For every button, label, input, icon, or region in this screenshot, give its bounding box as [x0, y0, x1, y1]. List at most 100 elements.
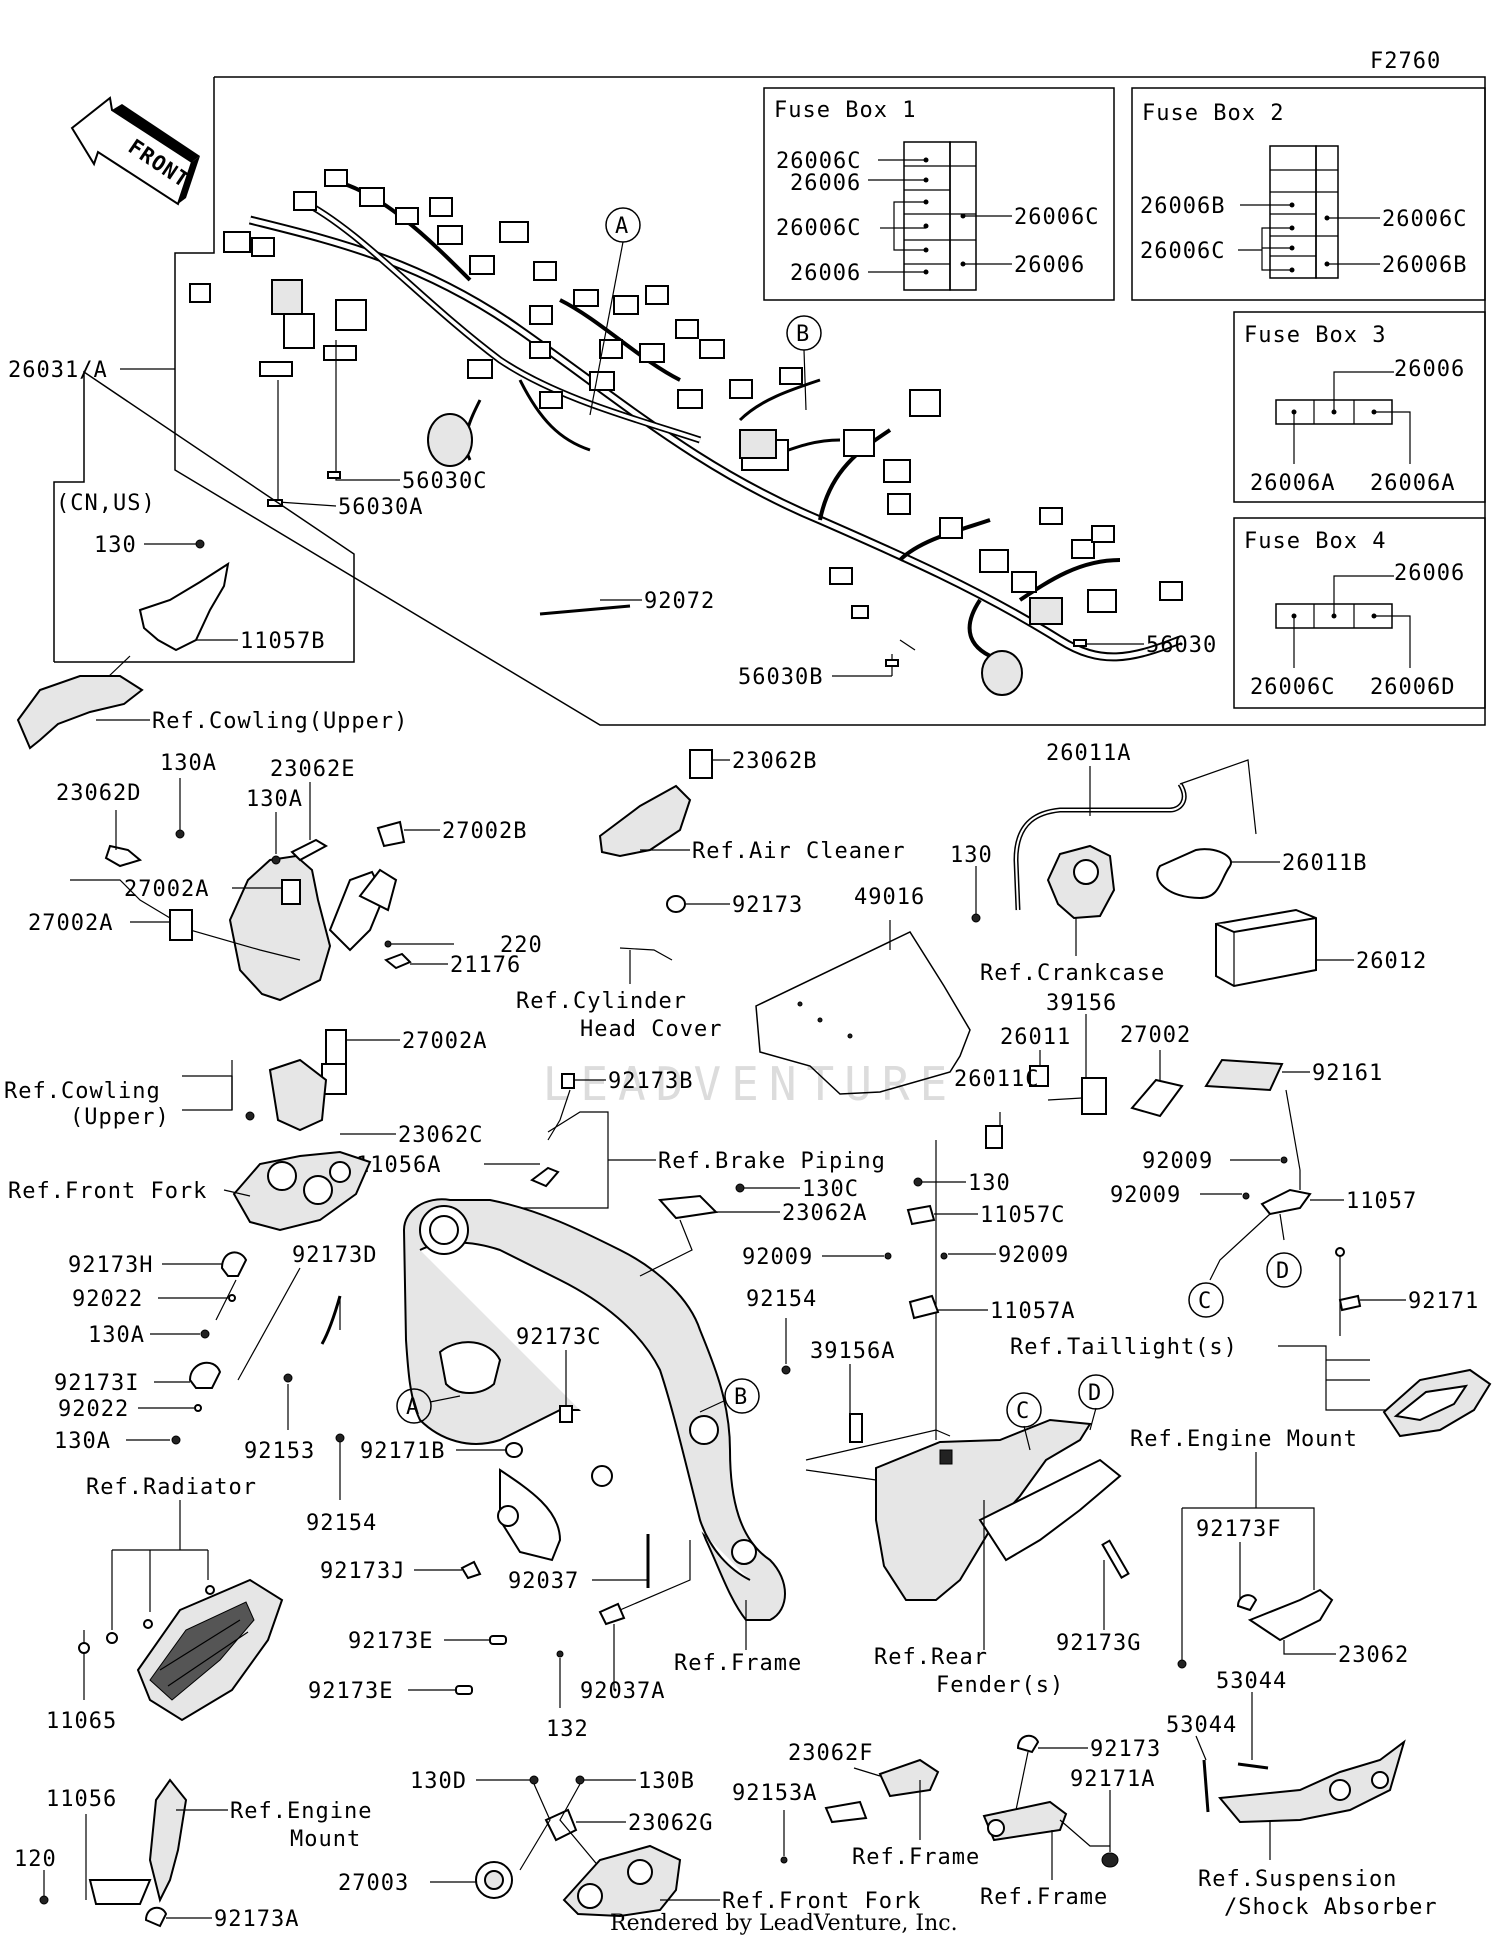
callout-92037A: 92037A: [580, 1679, 665, 1704]
fuse-box-1-label: 26006C: [776, 216, 861, 241]
callout-ref-cyl-head-a: Ref.Cylinder: [516, 989, 687, 1014]
fuse-box-2-title: Fuse Box 2: [1142, 101, 1284, 126]
callout-49016: 49016: [854, 885, 925, 910]
callout-23062F: 23062F: [788, 1741, 873, 1766]
battery: [1215, 908, 1317, 988]
circle-marker-d: D: [1276, 1259, 1290, 1284]
front-fork-lower-clamp: [562, 1844, 682, 1918]
shock-absorber-link: [1218, 1739, 1406, 1824]
callout-11057: 11057: [1346, 1189, 1417, 1214]
callout-92173D: 92173D: [292, 1243, 377, 1268]
callout-130C: 130C: [802, 1177, 859, 1202]
callout-39156A: 39156A: [810, 1339, 895, 1364]
fuse-box-3-label: 26006A: [1250, 471, 1335, 496]
callout-130A-3: 130A: [88, 1323, 145, 1348]
callout-92009-d: 92009: [1110, 1183, 1181, 1208]
fuse-box-2-label: 26006C: [1382, 207, 1467, 232]
main-wiring-harness: [189, 169, 1183, 696]
fuse-box-1-label: 26006C: [776, 149, 861, 174]
callout-92173H: 92173H: [68, 1253, 153, 1278]
diagram-code: F2760: [1370, 49, 1441, 74]
callout-ref-brake-piping: Ref.Brake Piping: [658, 1149, 886, 1174]
callout-220: 220: [500, 933, 543, 958]
callout-92173C: 92173C: [516, 1325, 601, 1350]
callout-130-cn: 130: [94, 533, 137, 558]
frame-tube-clamp: [982, 1800, 1068, 1842]
callout-92037: 92037: [508, 1569, 579, 1594]
callout-92171: 92171: [1408, 1289, 1479, 1314]
region-label: (CN,US): [56, 491, 156, 516]
horn: [475, 1861, 513, 1899]
callout-92153: 92153: [244, 1439, 315, 1464]
callout-26011C: 26011C: [954, 1067, 1039, 1092]
fuse-box-4-label: 26006D: [1370, 675, 1455, 700]
callout-92173E-2: 92173E: [308, 1679, 393, 1704]
callout-130A-4: 130A: [54, 1429, 111, 1454]
radiator: [136, 1578, 284, 1722]
callout-92072: 92072: [644, 589, 715, 614]
callout-53044-b: 53044: [1166, 1713, 1237, 1738]
callout-92173G: 92173G: [1056, 1631, 1141, 1656]
callout-132: 132: [546, 1717, 589, 1742]
fuse-box-1-label: 26006: [1014, 253, 1085, 278]
callout-ref-frame-3: Ref.Frame: [980, 1885, 1108, 1910]
callout-ref-suspension-a: Ref.Suspension: [1198, 1867, 1397, 1892]
fuse-box-2: Fuse Box 2 26006B 26006C 26006C 26006B: [1131, 87, 1486, 301]
callout-ref-rear-fender-b: Fender(s): [936, 1673, 1064, 1698]
fuse-box-1-title: Fuse Box 1: [774, 98, 916, 123]
callout-ref-frame-2: Ref.Frame: [852, 1845, 980, 1870]
air-cleaner-bracket: [598, 749, 713, 858]
callout-27002B: 27002B: [442, 819, 527, 844]
callout-26011A: 26011A: [1046, 741, 1131, 766]
fuse-box-2-label: 26006B: [1382, 253, 1467, 278]
fuse-box-2-label: 26006C: [1140, 239, 1225, 264]
callout-53044-a: 53044: [1216, 1669, 1287, 1694]
callout-56030A: 56030A: [338, 495, 423, 520]
callout-27002A-1: 27002A: [124, 877, 209, 902]
watermark-text: LEADVENTURE: [543, 1057, 958, 1111]
cowling-stay-assembly: [228, 854, 398, 1132]
callout-26011: 26011: [1000, 1025, 1071, 1050]
fuse-box-3: Fuse Box 3 26006 26006A 26006A: [1233, 311, 1486, 503]
fuse-box-1-label: 26006: [790, 171, 861, 196]
circle-marker-b: B: [796, 322, 810, 347]
callout-26011B: 26011B: [1282, 851, 1367, 876]
callout-11057B: 11057B: [240, 629, 325, 654]
callout-92171A: 92171A: [1070, 1767, 1155, 1792]
callout-92173-b: 92173: [1090, 1737, 1161, 1762]
front-fork-bracket: [232, 1150, 372, 1232]
fuse-box-1-label: 26006: [790, 261, 861, 286]
callout-ref-cowling-upper-1: Ref.Cowling(Upper): [152, 709, 408, 734]
callout-ref-taillight: Ref.Taillight(s): [1010, 1335, 1238, 1360]
main-frame: [402, 1198, 786, 1621]
callout-92022-1: 92022: [72, 1287, 143, 1312]
circle-marker-d: D: [1088, 1381, 1102, 1406]
circle-marker-c: C: [1198, 1289, 1212, 1314]
callout-ref-engine-mount-2a: Ref.Engine: [230, 1799, 372, 1824]
callout-92173F: 92173F: [1196, 1517, 1281, 1542]
callout-ref-cowling-2a: Ref.Cowling: [4, 1079, 161, 1104]
fuse-box-3-label: 26006: [1394, 357, 1465, 382]
fuse-box-3-title: Fuse Box 3: [1244, 323, 1386, 348]
callout-21176: 21176: [450, 953, 521, 978]
callout-11057C: 11057C: [980, 1203, 1065, 1228]
cn-us-inset-frame: [53, 370, 355, 663]
circle-marker-b: B: [734, 1385, 748, 1410]
callout-92161: 92161: [1312, 1061, 1383, 1086]
callout-ref-engine-mount-1: Ref.Engine Mount: [1130, 1427, 1358, 1452]
callout-92173J: 92173J: [320, 1559, 405, 1584]
fuse-box-1-label: 26006C: [1014, 205, 1099, 230]
rear-fender: [875, 1418, 1122, 1601]
callout-27002A-3: 27002A: [402, 1029, 487, 1054]
callout-56030C: 56030C: [402, 469, 487, 494]
battery-cable: [1156, 848, 1232, 900]
callout-130A-2: 130A: [246, 787, 303, 812]
callout-27002A-2: 27002A: [28, 911, 113, 936]
callout-120: 120: [14, 1847, 57, 1872]
fuse-box-4: Fuse Box 4 26006 26006C 26006D: [1233, 517, 1486, 709]
callout-ref-engine-mount-2b: Mount: [290, 1827, 361, 1852]
callout-92009-b: 92009: [998, 1243, 1069, 1268]
callout-ref-cowling-2b: (Upper): [70, 1105, 170, 1130]
fuse-box-2-label: 26006B: [1140, 194, 1225, 219]
callout-26012: 26012: [1356, 949, 1427, 974]
